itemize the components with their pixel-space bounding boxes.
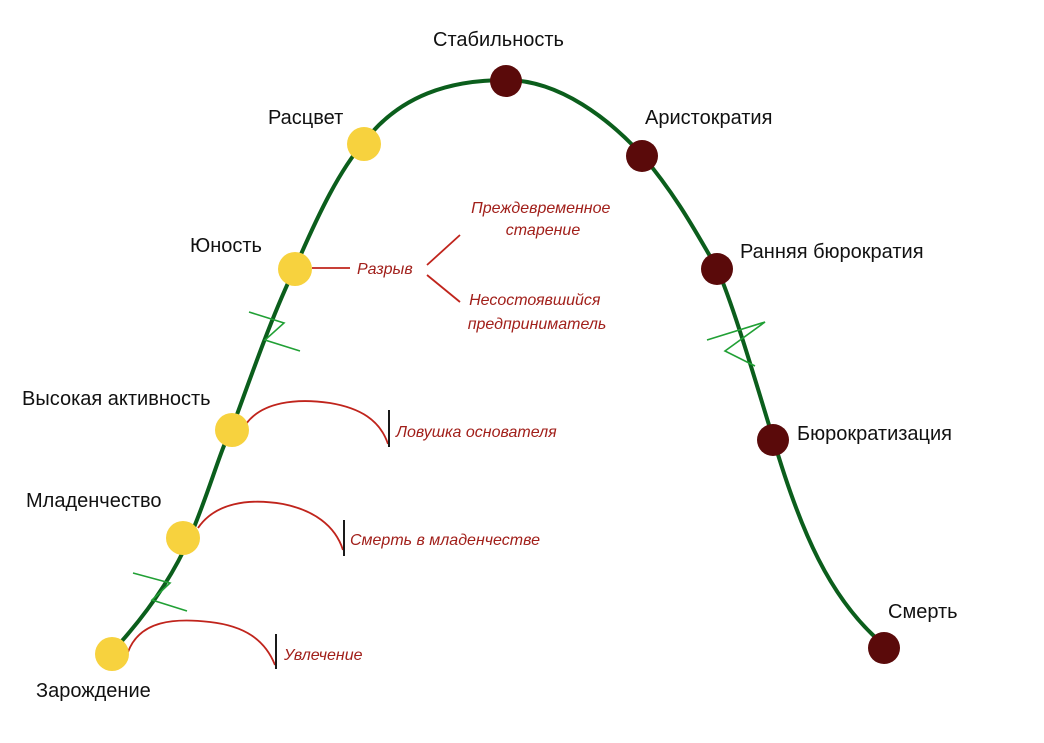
stage-dot-stability: [490, 65, 522, 97]
stage-dot-early-bureaucracy: [701, 253, 733, 285]
divorce-branch-unfulfilled-entrepreneur: [426, 274, 461, 303]
stage-label-death: Смерть: [888, 601, 958, 623]
trap-arc-infant-mortality: [197, 500, 344, 551]
divorce-outcome-unfulfilled-entrepreneur: Несостоявшийся предприниматель: [468, 292, 607, 333]
stage-label-bureaucracy: Бюрократизация: [797, 423, 952, 445]
stage-dot-aristocracy: [626, 140, 658, 172]
divorce-outcome-unfulfilled-entrepreneur-line-1: Несостоявшийся: [469, 292, 601, 309]
stage-label-stability: Стабильность: [433, 29, 564, 51]
stage-label-prime: Расцвет: [268, 107, 343, 129]
stage-dot-prime: [347, 127, 381, 161]
divorce-outcome-premature-aging: Преждевременное старение: [471, 200, 615, 239]
divorce-outcome-unfulfilled-entrepreneur-line-2: предприниматель: [468, 316, 607, 333]
stage-label-go-go: Высокая активность: [22, 388, 211, 410]
divorce-outcome-premature-aging-line-1: Преждевременное: [471, 200, 610, 217]
crisis-zigzag-go-go-adolescence: [248, 311, 301, 352]
stage-dot-birth: [95, 637, 129, 671]
stage-dot-death: [868, 632, 900, 664]
crisis-zigzag-early-bureaucracy-bureaucracy: [706, 321, 766, 367]
trap-label-founder-trap: Ловушка основателя: [395, 424, 557, 441]
stage-dot-infancy: [166, 521, 200, 555]
stage-dot-bureaucracy: [757, 424, 789, 456]
trap-label-infant-mortality: Смерть в младенчестве: [350, 532, 540, 549]
stage-label-aristocracy: Аристократия: [645, 107, 772, 129]
stage-dot-go-go: [215, 413, 249, 447]
divorce-branch-premature-aging: [426, 234, 461, 266]
stage-dot-adolescence: [278, 252, 312, 286]
trap-arc-founder-trap: [245, 400, 389, 445]
trap-arc-affair: [127, 619, 276, 666]
lifecycle-curve: [110, 77, 886, 654]
stage-label-adolescence: Юность: [190, 235, 262, 257]
divorce-outcome-premature-aging-line-2: старение: [506, 222, 581, 239]
crisis-zigzag-birth-infancy: [132, 572, 188, 612]
trap-label-affair: Увлечение: [283, 647, 363, 664]
divorce-label: Разрыв: [357, 261, 413, 278]
stage-label-early-bureaucracy: Ранняя бюрократия: [740, 241, 924, 263]
stage-label-birth: Зарождение: [36, 680, 151, 702]
stage-label-infancy: Младенчество: [26, 490, 162, 512]
